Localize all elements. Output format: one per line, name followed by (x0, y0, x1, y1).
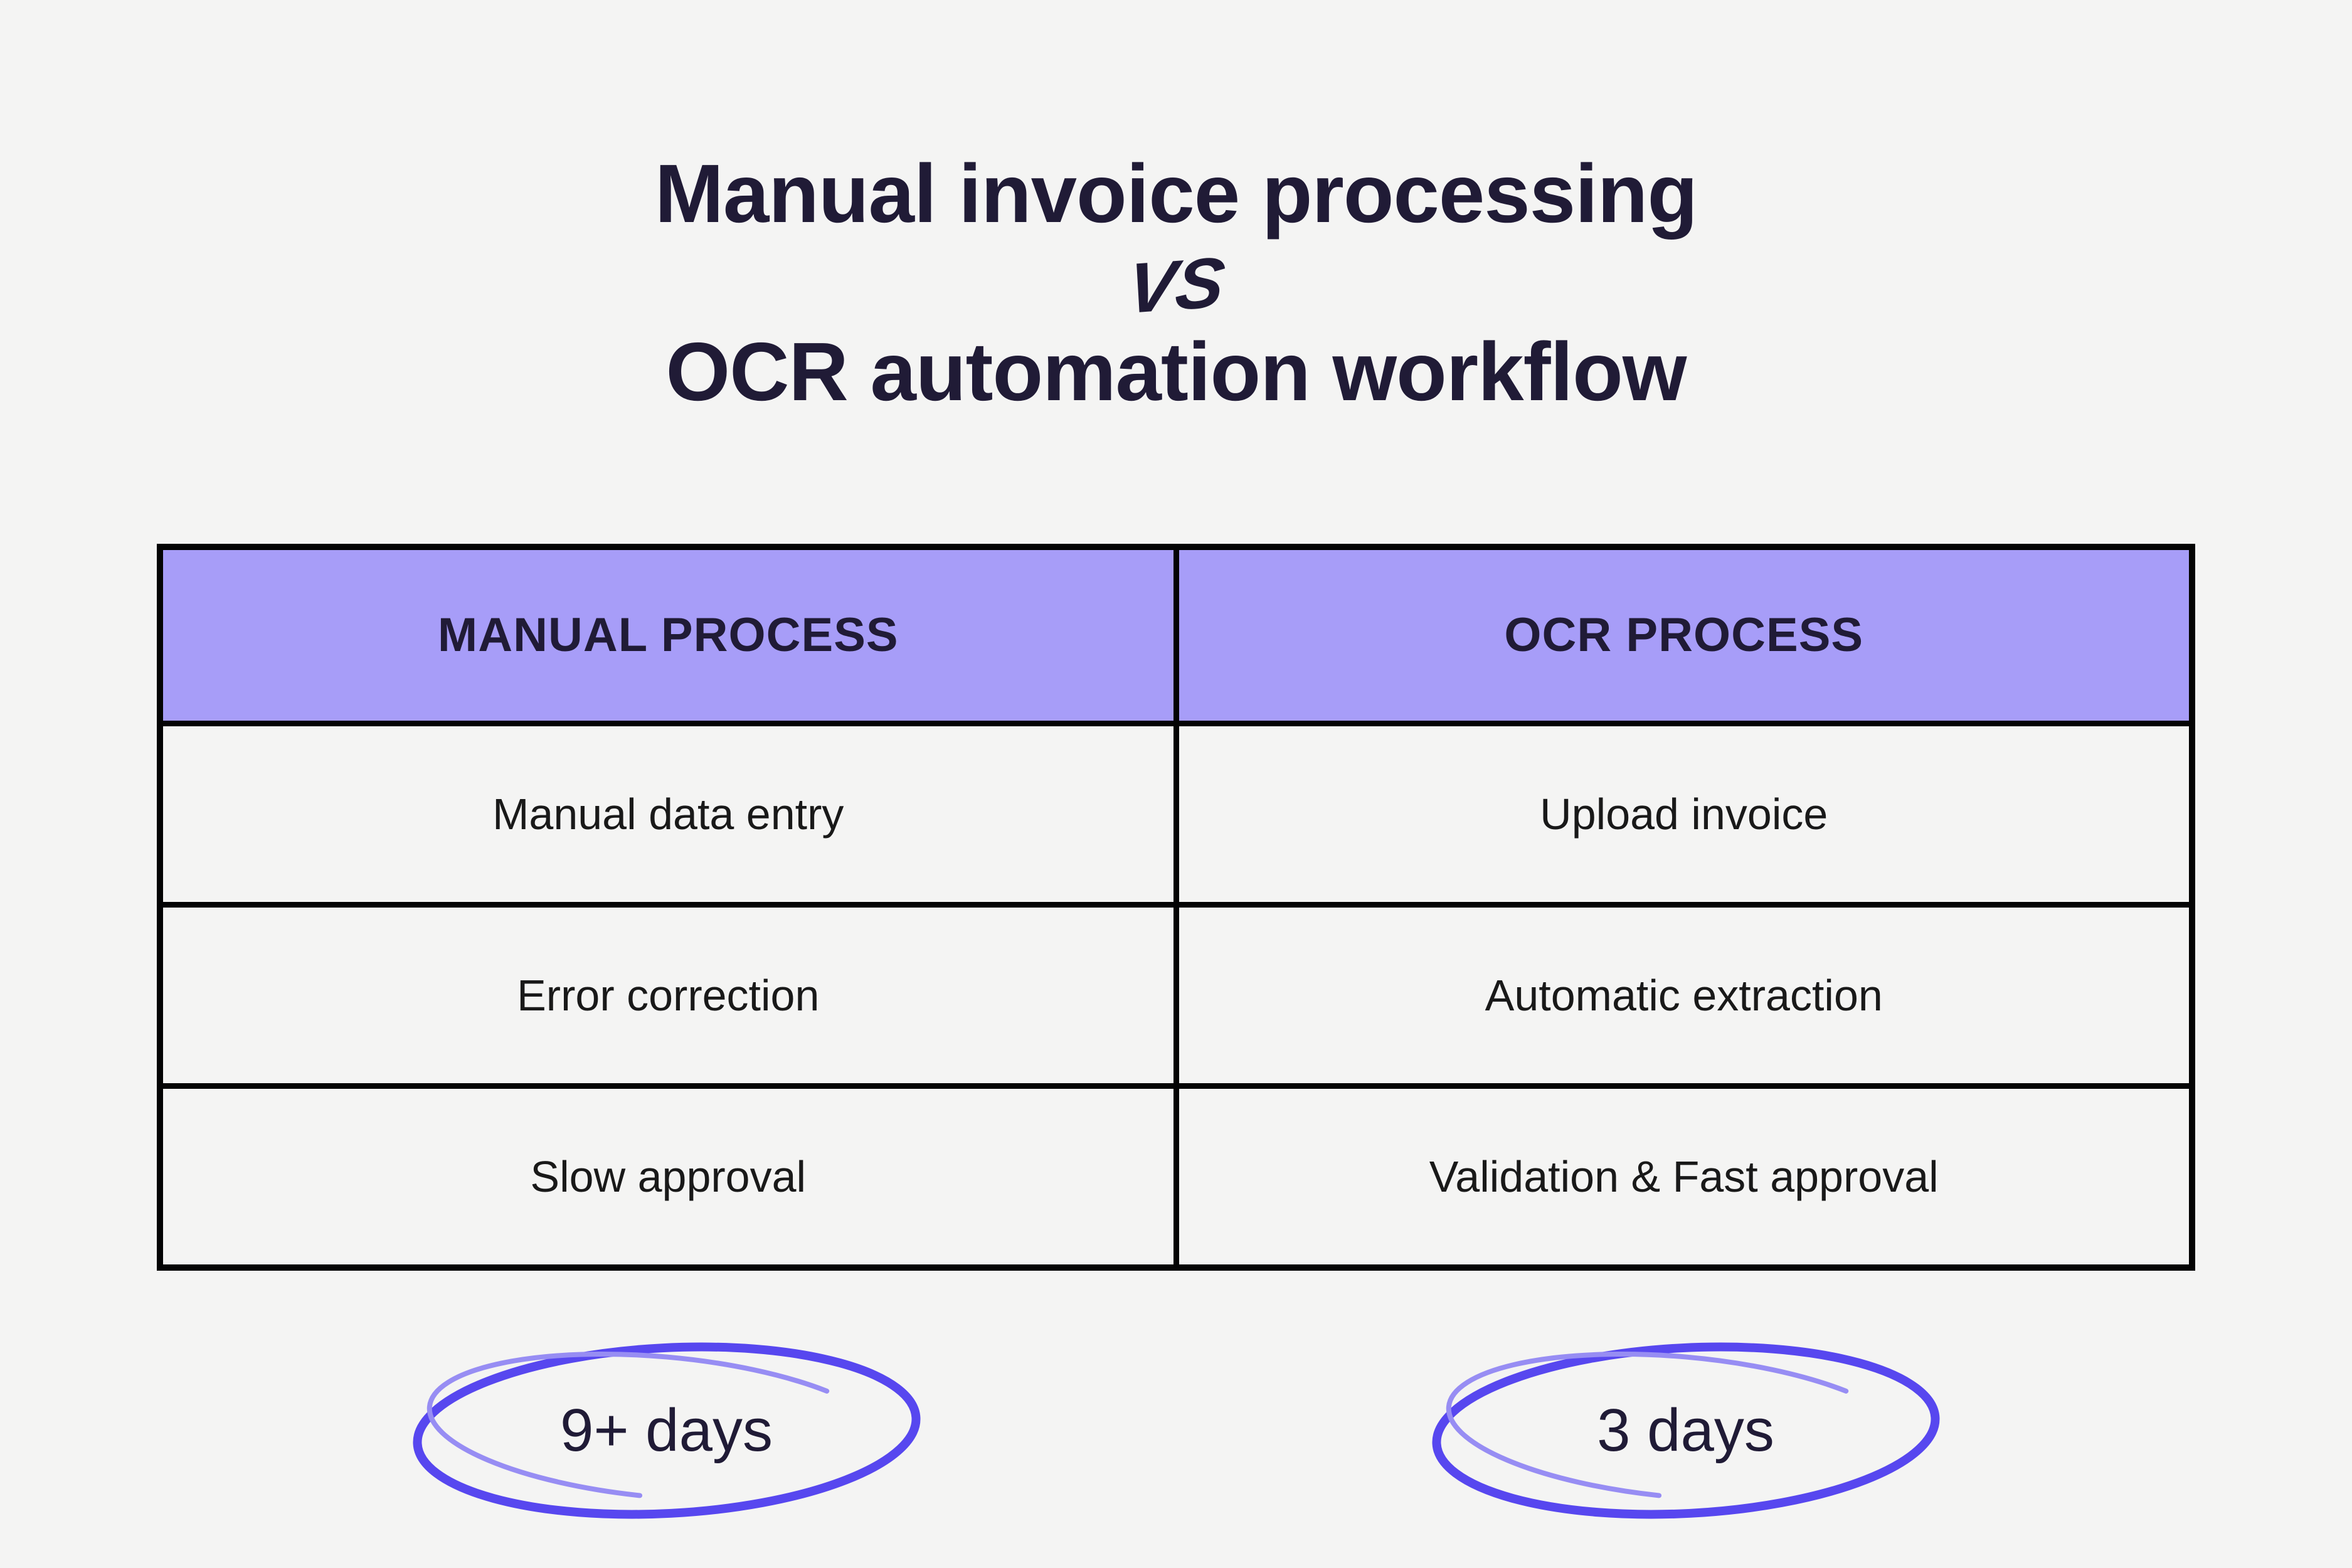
vs-text: VS (1123, 242, 1229, 329)
ocr-step-1-cell: Upload invoice (1179, 726, 2189, 902)
ocr-step-3-cell: Validation & Fast approval (1179, 1088, 2189, 1264)
manual-duration-badge: 9+ days (403, 1333, 930, 1528)
manual-process-header: MANUAL PROCESS (163, 549, 1173, 721)
comparison-table: MANUAL PROCESS OCR PROCESS Manual data e… (157, 543, 2195, 1271)
manual-step-1-cell: Manual data entry (163, 726, 1173, 902)
ocr-step-2-cell: Automatic extraction (1179, 907, 2189, 1083)
scribble-oval-icon (412, 1342, 921, 1519)
manual-duration-half: 9+ days (157, 1333, 1176, 1528)
ocr-process-header: OCR PROCESS (1179, 549, 2189, 721)
scribble-oval-icon (1431, 1342, 1940, 1519)
ocr-duration-label: 3 days (1597, 1396, 1774, 1464)
duration-row: 9+ days 3 days (157, 1333, 2195, 1528)
manual-step-2-cell: Error correction (163, 907, 1173, 1083)
infographic-page: Manual invoice processing VS OCR automat… (0, 0, 2352, 1528)
title-line-2: OCR automation workflow (665, 325, 1687, 418)
title-block: Manual invoice processing VS OCR automat… (0, 0, 2352, 418)
ocr-duration-badge: 3 days (1422, 1333, 1949, 1528)
manual-duration-label: 9+ days (560, 1396, 773, 1464)
ocr-duration-half: 3 days (1176, 1333, 2195, 1528)
vs-mark: VS (0, 242, 2352, 329)
manual-step-3-cell: Slow approval (163, 1088, 1173, 1264)
title-line-1: Manual invoice processing (654, 147, 1698, 240)
